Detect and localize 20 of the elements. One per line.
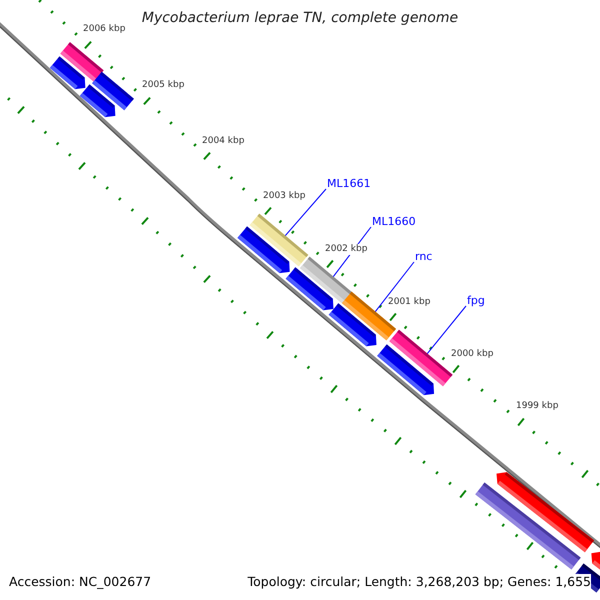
gene-label: ML1661	[327, 177, 371, 191]
position-label: 2006 kbp	[83, 24, 126, 35]
position-label: 2003 kbp	[263, 191, 306, 202]
leader-line	[374, 262, 414, 312]
leader-line	[426, 306, 466, 354]
position-label: 1999 kbp	[516, 401, 558, 412]
gene-label: rnc	[415, 250, 432, 264]
position-label: 2000 kbp	[451, 349, 494, 360]
gene-label: fpg	[467, 294, 485, 308]
gene-block	[389, 330, 453, 386]
position-label: 2002 kbp	[325, 244, 368, 255]
position-label: 2001 kbp	[388, 297, 430, 308]
accession-text: Accession: NC_002677	[9, 574, 152, 590]
title: Mycobacterium leprae TN, complete genome	[140, 9, 460, 27]
gene-block	[250, 214, 308, 266]
gene-label: ML1660	[372, 215, 416, 229]
position-label: 2004 kbp	[202, 136, 244, 147]
position-label: 2005 kbp	[142, 80, 184, 91]
genome-info-text: Topology: circular; Length: 3,268,203 bp; Genes: 1,655	[248, 574, 591, 590]
leader-line	[284, 188, 326, 236]
